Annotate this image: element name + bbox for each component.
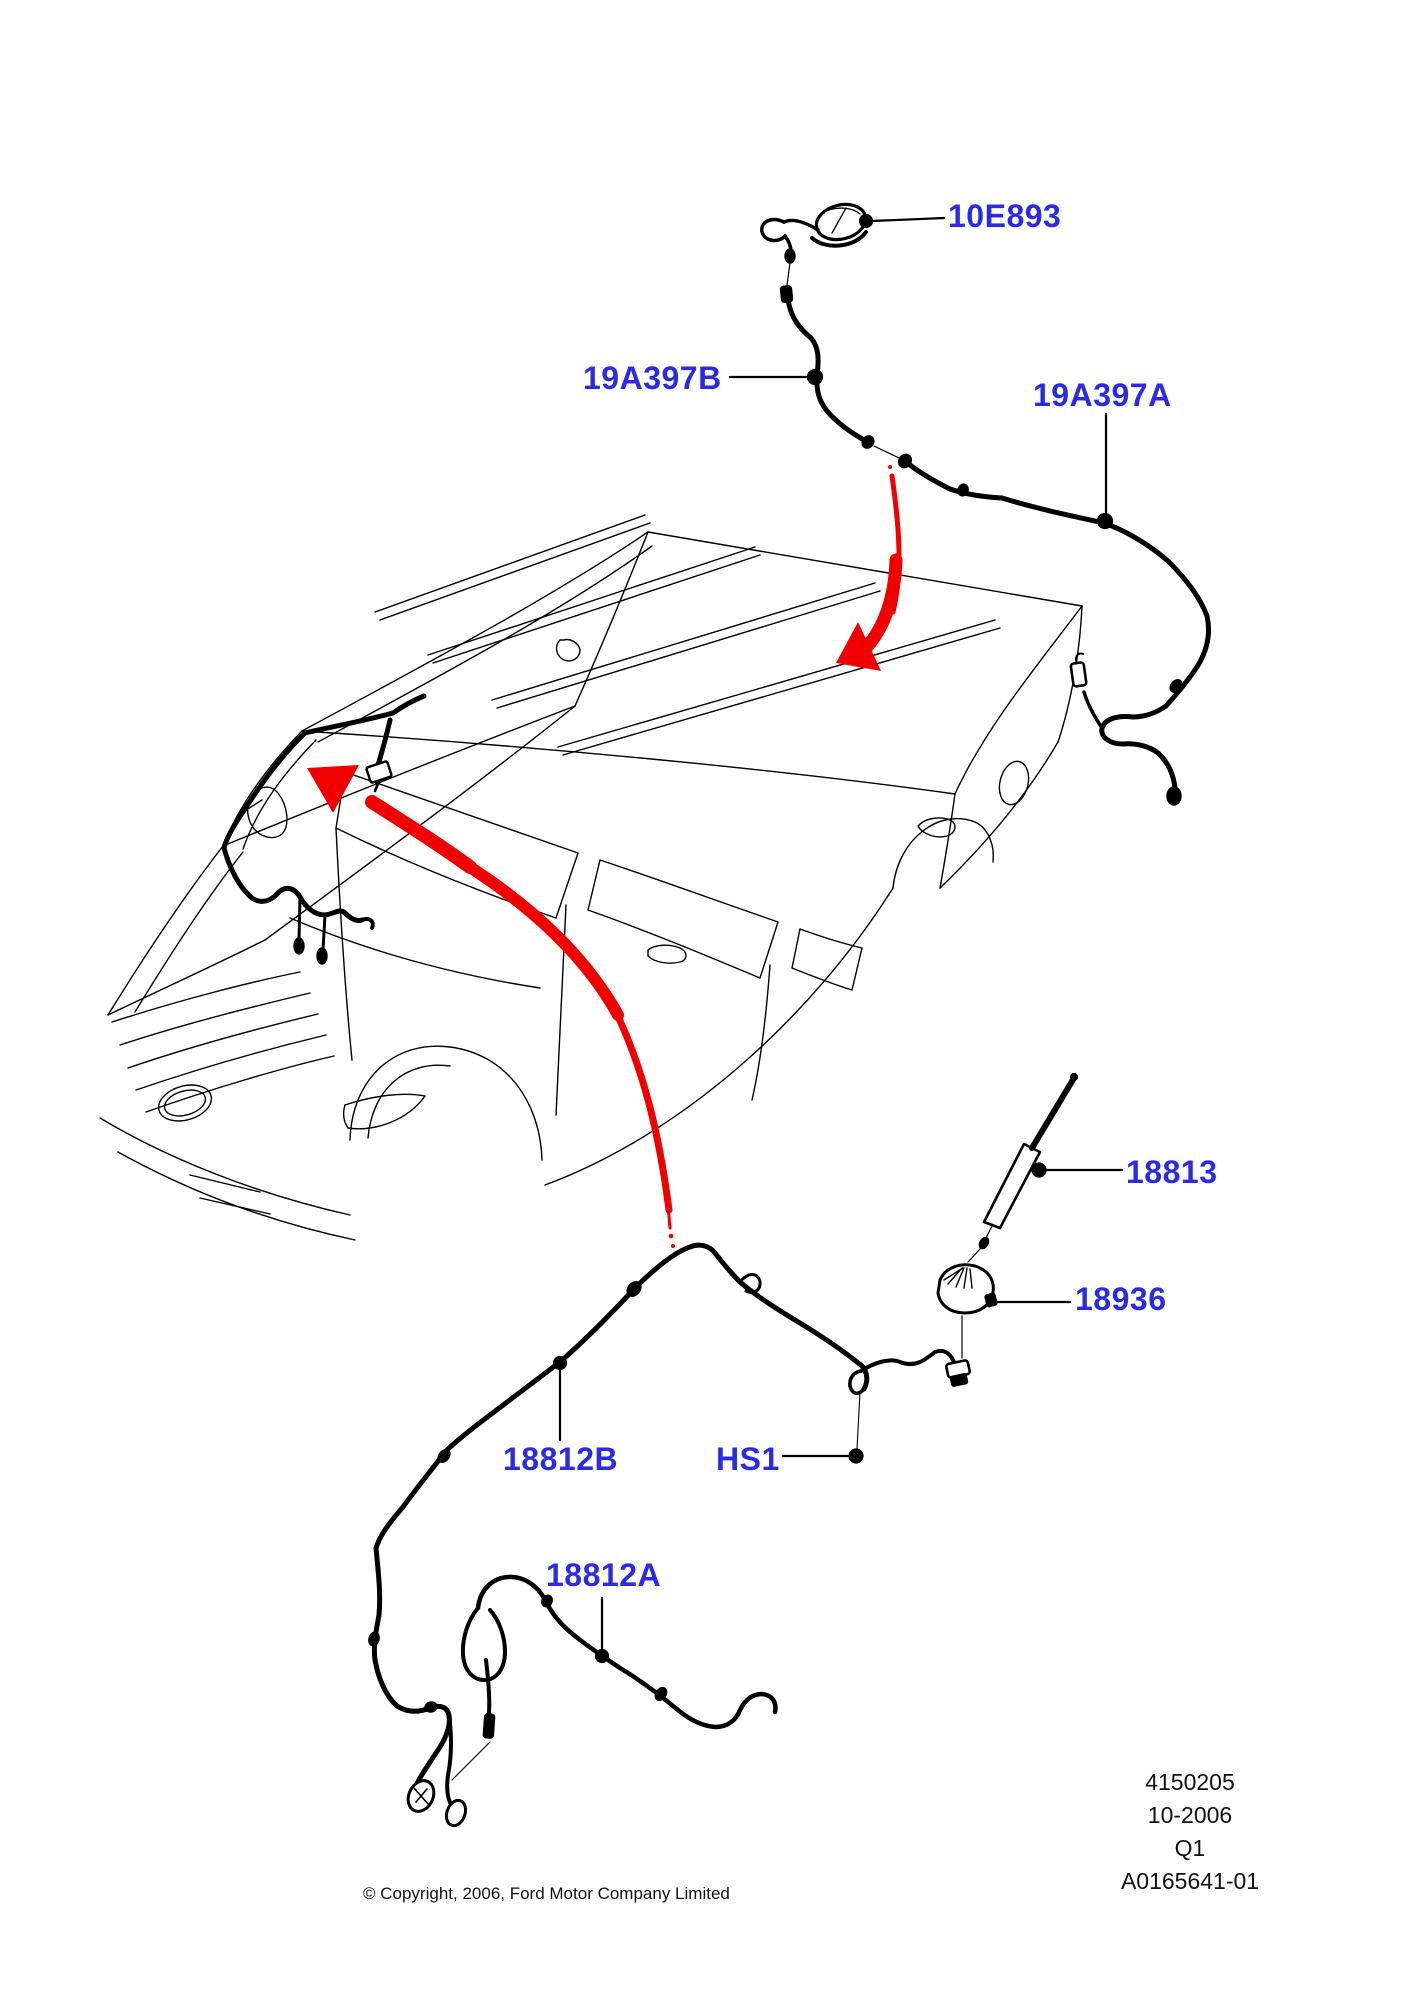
antenna-mast-18813	[967, 1072, 1079, 1263]
part-label-18936[interactable]: 18936	[1075, 1281, 1167, 1317]
main-harness-18812B	[368, 1242, 971, 1828]
front-grille	[111, 971, 335, 1122]
drawing-sheet-id: A0165641-01	[1120, 1868, 1260, 1894]
red-arrow-roof	[836, 465, 903, 671]
leader-lines	[552, 213, 1124, 1664]
part-label-19A397A[interactable]: 19A397A	[1033, 377, 1172, 413]
vehicle-outline	[99, 514, 1083, 1241]
passenger-mirror	[555, 638, 581, 662]
callout-dot-HS1	[848, 1448, 864, 1464]
part-label-10E893[interactable]: 10E893	[948, 198, 1062, 234]
harness-end-connector-2	[444, 1798, 468, 1828]
drawing-quarter: Q1	[1174, 1835, 1206, 1861]
part-label-HS1[interactable]: HS1	[716, 1441, 780, 1477]
part-label-18813[interactable]: 18813	[1126, 1154, 1218, 1190]
callout-dot-18812A	[594, 1648, 610, 1664]
windshield-harness-on-vehicle	[221, 693, 427, 965]
subharness-connector	[482, 1713, 496, 1739]
sub-harness-18812A	[451, 1574, 778, 1781]
callout-dot-10E893	[858, 213, 874, 229]
drawing-date: 10-2006	[1147, 1802, 1233, 1828]
copyright-notice: © Copyright, 2006, Ford Motor Company Li…	[363, 1884, 730, 1903]
part-label-18812A[interactable]: 18812A	[546, 1557, 662, 1593]
part-label-18812B[interactable]: 18812B	[503, 1441, 619, 1477]
antenna-base-18936	[936, 1263, 998, 1359]
part-label-19A397B[interactable]: 19A397B	[583, 360, 722, 396]
red-arrow-windshield	[307, 765, 675, 1248]
satellite-antenna-assembly	[760, 202, 868, 303]
drawing-number: 4150205	[1145, 1769, 1235, 1795]
callout-dot-19A397A	[1096, 512, 1114, 530]
callout-dot-18812B	[552, 1355, 568, 1371]
drawing-info-block: 4150205 10-2006 Q1 A0165641-01	[1090, 1766, 1290, 1898]
callout-dot-18813	[1031, 1162, 1047, 1178]
cable-branch-connector	[1069, 661, 1088, 688]
antenna-cable-19A397A	[999, 495, 1212, 806]
cable-end-connector	[1166, 786, 1182, 806]
callout-dot-19A397B	[806, 368, 824, 386]
roof-rails	[374, 514, 1001, 756]
ford-oval-badge	[157, 1084, 213, 1122]
antenna-cable-19A397B	[785, 297, 1005, 501]
